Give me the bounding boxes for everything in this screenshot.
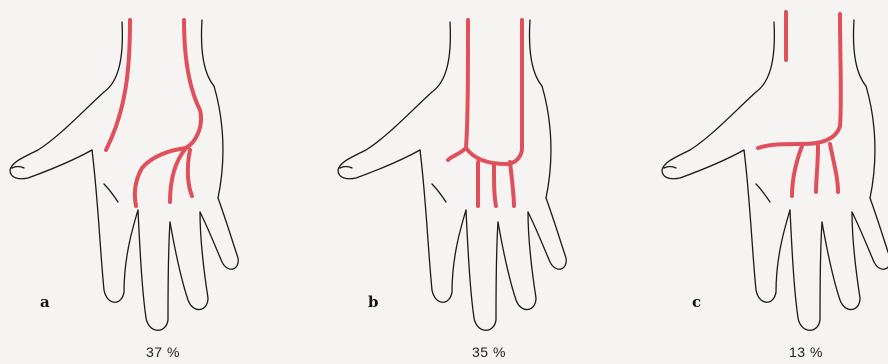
hand-panel-c	[662, 12, 888, 330]
arteries-panel-a	[106, 20, 201, 206]
percent-label-a: 37 %	[146, 344, 180, 360]
arteries-panel-c	[758, 12, 841, 196]
percent-label-b: 35 %	[472, 344, 506, 360]
panel-label-b: b	[368, 293, 379, 311]
hand-panel-b	[338, 20, 566, 330]
percent-label-c: 13 %	[789, 344, 823, 360]
panel-label-c: c	[692, 293, 701, 311]
arteries-panel-b	[448, 20, 522, 206]
panel-label-a: a	[40, 293, 50, 311]
hand-panel-a	[10, 20, 238, 330]
